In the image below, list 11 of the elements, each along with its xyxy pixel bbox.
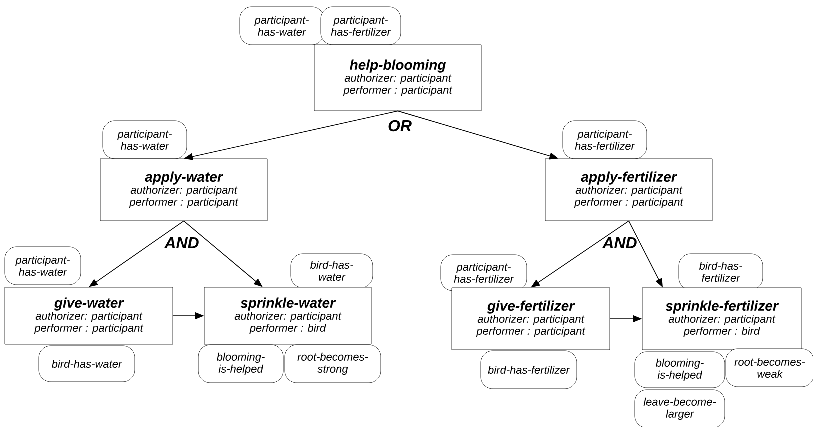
operator-label: OR (388, 120, 412, 132)
condition-oval: root-becomes-weak (726, 348, 813, 388)
task-box: help-blooming authorizer: participant performer : participant (314, 44, 482, 112)
task-box: give-fertilizer authorizer: participant performer : participant (452, 288, 610, 350)
task-box: give-water authorizer: participant performer : participant (4, 287, 174, 345)
task-box: sprinkle-fertilizer authorizer: participant performer : bird (642, 288, 802, 350)
task-box: apply-fertilizer authorizer: participant performer : participant (545, 158, 713, 222)
operator-label: AND (602, 237, 637, 248)
operator-label: AND (164, 237, 199, 248)
task-box: sprinkle-water authorizer: participant performer : bird (204, 287, 372, 345)
task-box: apply-water authorizer: participant performer : participant (100, 158, 268, 222)
